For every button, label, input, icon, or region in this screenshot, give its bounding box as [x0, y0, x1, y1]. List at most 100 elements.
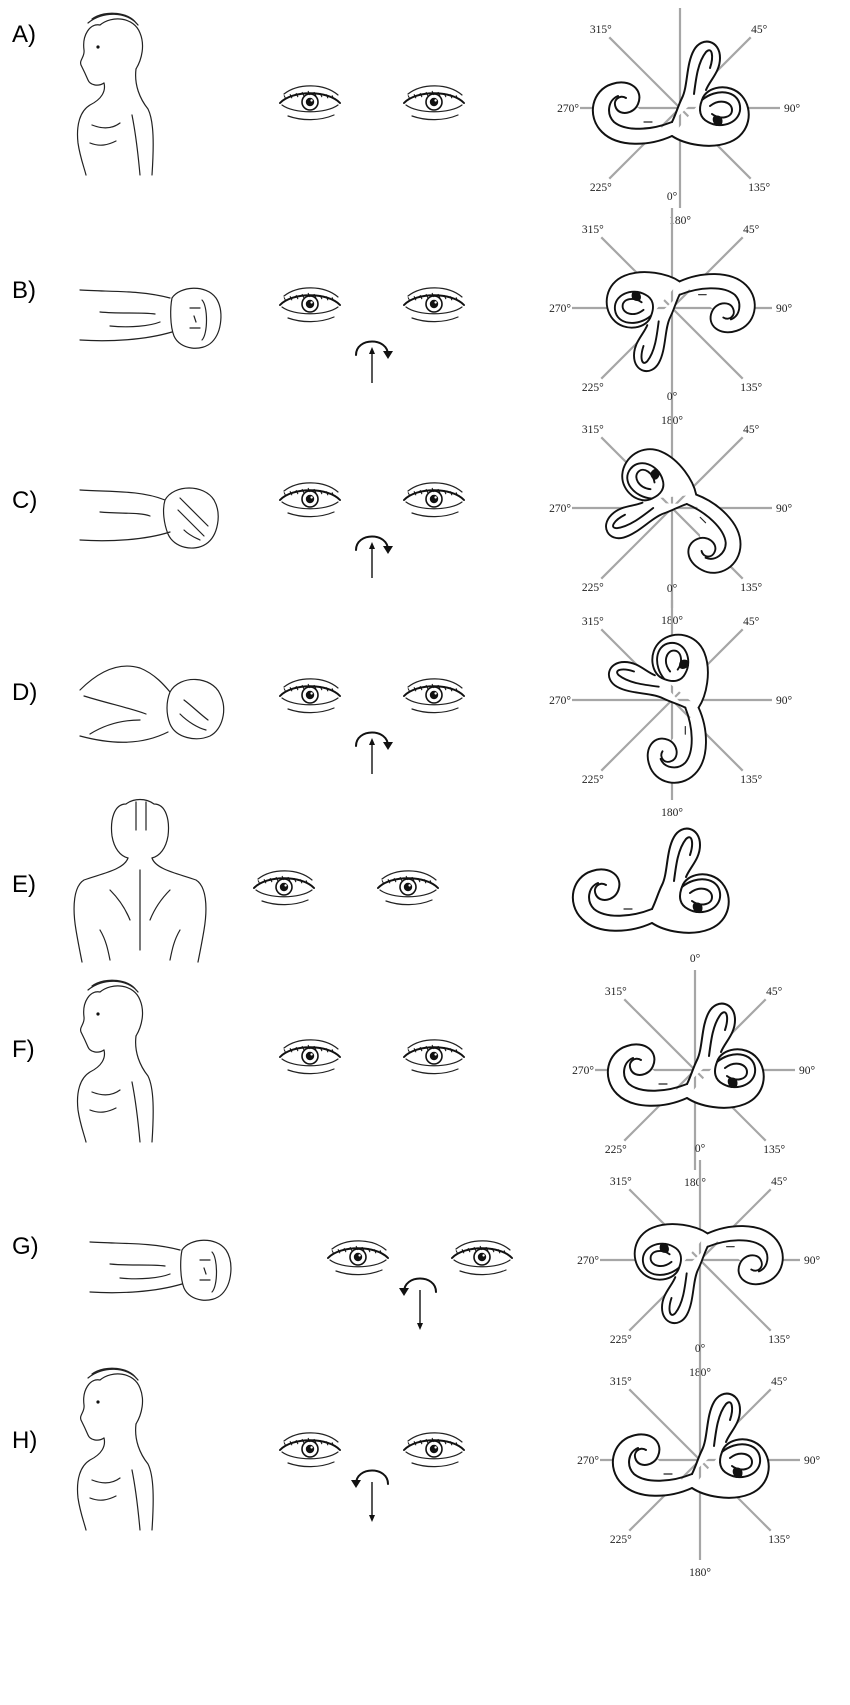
- angle-label-45: 45°: [751, 24, 768, 36]
- angle-label-45: 45°: [771, 1376, 788, 1388]
- downbeat-rotation-arrow-icon: [399, 1279, 436, 1331]
- eyes-sketch: [254, 871, 438, 905]
- left-eye-icon: [280, 483, 340, 517]
- right-eye-icon: [404, 1433, 464, 1467]
- body-position-side-standing-icon: [78, 980, 154, 1142]
- angle-label-90: 90°: [784, 103, 801, 115]
- right-eye-icon: [378, 871, 438, 905]
- angle-label-90: 90°: [776, 303, 793, 315]
- labyrinth-icon: [608, 1004, 764, 1108]
- angle-label-0: 0°: [695, 1143, 706, 1155]
- labyrinth-icon: [593, 42, 749, 146]
- angle-label-180: 180°: [684, 1177, 706, 1189]
- panel-e: E): [12, 800, 729, 963]
- upbeat-rotation-arrow-icon: [356, 342, 393, 384]
- body-position-back-view-icon: [74, 800, 206, 963]
- angle-label-135: 135°: [768, 1534, 790, 1546]
- right-eye-icon: [404, 288, 464, 322]
- angle-label-90: 90°: [804, 1255, 821, 1267]
- eyes-sketch: [328, 1241, 512, 1275]
- left-eye-icon: [254, 871, 314, 905]
- body-position-supine-head-turned-icon: [80, 488, 218, 548]
- angle-label-270: 270°: [549, 695, 571, 707]
- eyes-sketch: [280, 483, 464, 517]
- angle-label-90: 90°: [799, 1065, 816, 1077]
- angle-label-135: 135°: [740, 382, 762, 394]
- angle-label-225: 225°: [610, 1534, 632, 1546]
- angle-label-135: 135°: [740, 774, 762, 786]
- right-eye-icon: [452, 1241, 512, 1275]
- angle-label-270: 270°: [577, 1255, 599, 1267]
- angle-label-45: 45°: [743, 424, 760, 436]
- panel-h: H)0°45°90°135°180°225°270°315°: [12, 1343, 820, 1579]
- labyrinth-icon: [607, 272, 755, 371]
- right-eye-icon: [404, 86, 464, 120]
- panel-label: C): [12, 487, 37, 514]
- eyes-sketch: [280, 679, 464, 713]
- angle-label-315: 315°: [582, 424, 604, 436]
- angle-label-315: 315°: [582, 224, 604, 236]
- angle-label-90: 90°: [804, 1455, 821, 1467]
- panel-label: D): [12, 679, 37, 706]
- angle-label-315: 315°: [605, 986, 627, 998]
- panel-a: A)0°45°90°135°180°225°270°315°: [12, 0, 800, 227]
- angle-label-135: 135°: [763, 1144, 785, 1156]
- body-position-side-lying-icon: [80, 666, 224, 742]
- left-eye-icon: [280, 288, 340, 322]
- right-eye-icon: [404, 483, 464, 517]
- angle-label-225: 225°: [610, 1334, 632, 1346]
- angle-label-315: 315°: [610, 1176, 632, 1188]
- angle-label-0: 0°: [695, 1343, 706, 1355]
- panel-label: H): [12, 1427, 37, 1454]
- angle-label-225: 225°: [582, 774, 604, 786]
- left-eye-icon: [280, 1433, 340, 1467]
- eyes-sketch: [280, 86, 464, 120]
- angle-label-45: 45°: [743, 616, 760, 628]
- body-position-side-standing-icon: [78, 1368, 154, 1530]
- left-eye-icon: [328, 1241, 388, 1275]
- angle-label-135: 135°: [748, 182, 770, 194]
- angle-label-225: 225°: [605, 1144, 627, 1156]
- panel-label: G): [12, 1233, 39, 1260]
- right-eye-icon: [404, 679, 464, 713]
- angle-label-315: 315°: [590, 24, 612, 36]
- angle-label-0: 0°: [675, 0, 686, 3]
- angle-label-180: 180°: [689, 1567, 711, 1579]
- angle-label-225: 225°: [590, 182, 612, 194]
- eyes-sketch: [280, 1040, 464, 1074]
- inner-ear-labyrinth-diagram: 0° 45° 90° 135° 180° 225° 270° 315°: [572, 953, 815, 1189]
- angle-label-135: 135°: [768, 1334, 790, 1346]
- angle-label-0: 0°: [690, 953, 701, 965]
- labyrinth-icon: [609, 635, 708, 783]
- body-position-supine-head-hanging-icon: [80, 288, 221, 348]
- labyrinth-icon: [635, 1224, 783, 1323]
- angle-label-0: 0°: [667, 391, 678, 403]
- panel-label: E): [12, 871, 36, 898]
- angle-label-135: 135°: [740, 582, 762, 594]
- body-position-side-standing-icon: [78, 13, 154, 175]
- angle-label-90: 90°: [776, 695, 793, 707]
- angle-label-225: 225°: [582, 382, 604, 394]
- left-eye-icon: [280, 86, 340, 120]
- angle-label-45: 45°: [743, 224, 760, 236]
- angle-label-180: 180°: [661, 807, 683, 819]
- angle-label-315: 315°: [582, 616, 604, 628]
- angle-label-90: 90°: [776, 503, 793, 515]
- angle-label-315: 315°: [610, 1376, 632, 1388]
- eyes-sketch: [280, 288, 464, 322]
- eyes-sketch: [280, 1433, 464, 1467]
- panel-label: A): [12, 21, 36, 48]
- angle-label-270: 270°: [557, 103, 579, 115]
- panel-label: B): [12, 277, 36, 304]
- upbeat-rotation-arrow-icon: [356, 733, 393, 775]
- angle-label-0: 0°: [667, 583, 678, 595]
- angle-label-225: 225°: [582, 582, 604, 594]
- upbeat-rotation-arrow-icon: [356, 537, 393, 579]
- right-eye-icon: [404, 1040, 464, 1074]
- angle-label-270: 270°: [572, 1065, 594, 1077]
- body-position-supine-head-hanging-icon: [90, 1240, 231, 1300]
- left-eye-icon: [280, 1040, 340, 1074]
- angle-label-45: 45°: [766, 986, 783, 998]
- downbeat-rotation-arrow-icon: [351, 1471, 388, 1523]
